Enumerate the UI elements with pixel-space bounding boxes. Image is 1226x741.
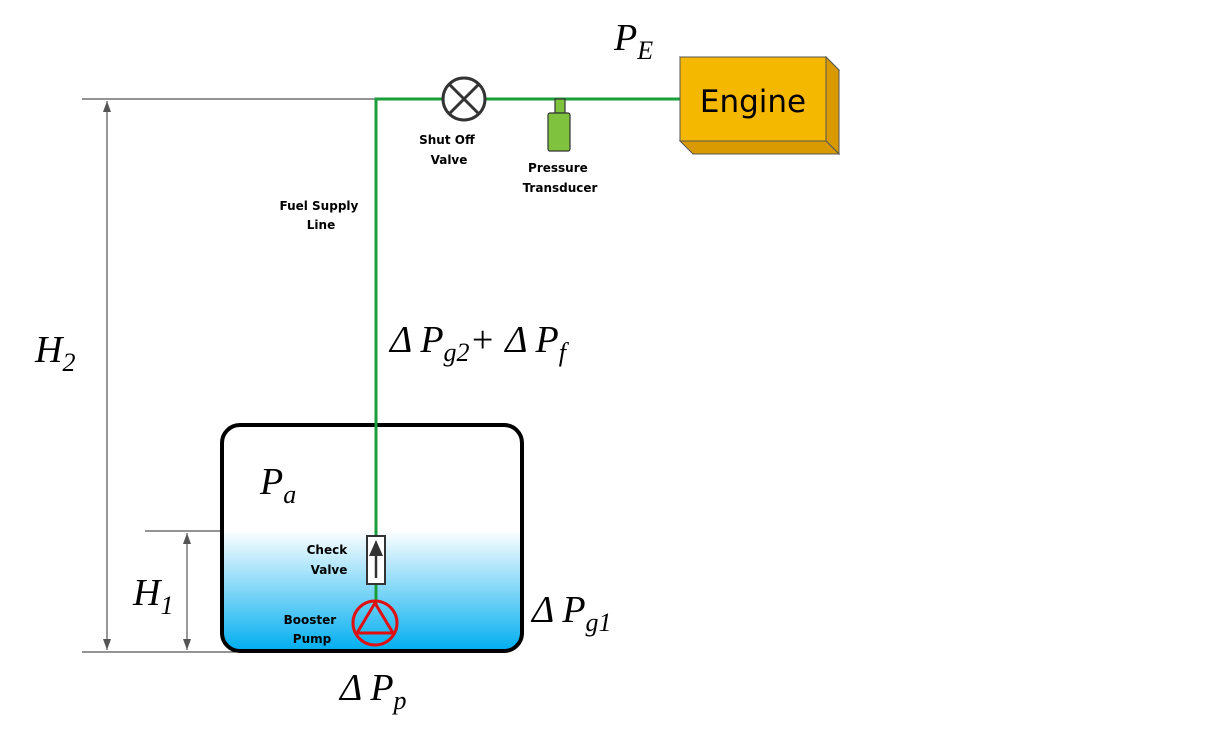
- h1-label: H1: [132, 572, 173, 620]
- pressure-transducer[interactable]: [547, 98, 571, 152]
- check-valve-label: Check Valve: [307, 543, 352, 577]
- h2-arrow-top: [103, 101, 111, 112]
- engine-side-face: [825, 55, 840, 156]
- shut-off-valve[interactable]: [441, 76, 487, 122]
- tank-pressure-label: Pa: [259, 461, 296, 509]
- fuel-supply-line-label: Fuel Supply Line: [279, 199, 362, 232]
- shut-off-valve-label: Shut Off Valve: [419, 133, 479, 167]
- engine-front-face: [679, 56, 827, 142]
- engine-bottom-face: [678, 140, 841, 155]
- arrow-up-check-valve-icon: [369, 540, 383, 578]
- h1-arrow-top: [183, 533, 191, 544]
- booster-pump-label: Booster Pump: [284, 613, 341, 646]
- pressure-transducer-label: Pressure Transducer: [523, 161, 598, 195]
- h1-arrow-bottom: [183, 639, 191, 650]
- engine-block[interactable]: Engine: [678, 55, 841, 156]
- fuel-tank: [220, 423, 524, 653]
- booster-pump[interactable]: [351, 599, 399, 647]
- x-circle-valve-icon: [447, 82, 481, 116]
- engine-label: Engine: [700, 84, 806, 120]
- engine-pressure-label: PE: [613, 17, 653, 65]
- tank-liquid: [222, 530, 522, 651]
- h2-label: H2: [34, 329, 75, 377]
- triangle-in-circle-pump-icon: [354, 600, 396, 635]
- fuel-supply-line: [374, 97, 680, 605]
- h2-arrow-bottom: [103, 639, 111, 650]
